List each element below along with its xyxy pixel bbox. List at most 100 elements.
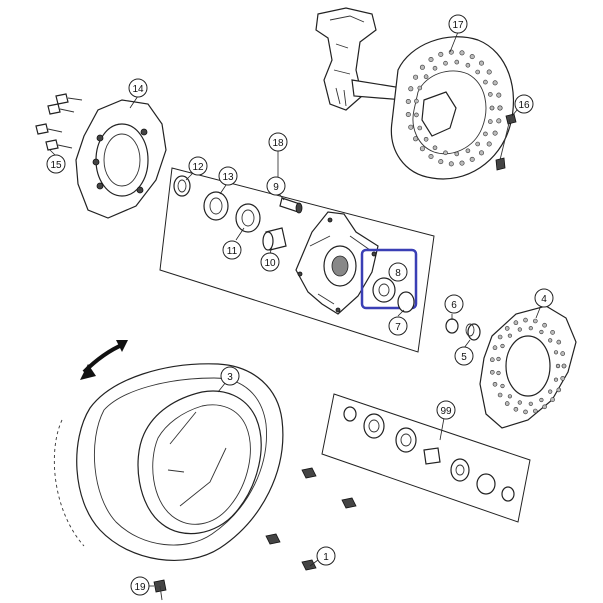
- bearing-11-part: [235, 203, 261, 233]
- disc-hole: [523, 409, 528, 415]
- callout-6: 6: [444, 294, 464, 314]
- disc-hole: [417, 85, 423, 91]
- disc-hole: [497, 392, 503, 398]
- callout-12: 12: [188, 156, 208, 176]
- disc-hole: [489, 369, 495, 375]
- callout-1: 1: [316, 546, 336, 566]
- callout-19: 19: [130, 576, 150, 596]
- disc-hole: [432, 65, 438, 71]
- disc-hole: [553, 377, 559, 382]
- highlight-box-part-8: [360, 248, 418, 310]
- fork-leg-part: [315, 7, 407, 111]
- svg-text:15: 15: [50, 160, 62, 171]
- svg-text:8: 8: [395, 268, 401, 279]
- disc-hole: [454, 151, 460, 157]
- disc-hole: [560, 376, 566, 381]
- disc-hole: [528, 401, 533, 406]
- disc-hole: [496, 370, 501, 376]
- svg-text:14: 14: [132, 84, 144, 95]
- callout-13: 13: [218, 166, 238, 186]
- disc-hole: [469, 156, 475, 162]
- disc-hole: [550, 397, 555, 402]
- callout-8: 8: [388, 262, 408, 282]
- disc-hole: [548, 338, 553, 343]
- disc-hole: [423, 137, 429, 142]
- spacer-10-part: [262, 227, 287, 251]
- svg-text:1: 1: [323, 552, 329, 563]
- disc-hole: [500, 343, 505, 349]
- disc-hole: [492, 345, 498, 351]
- spacer-5-part: [465, 323, 481, 341]
- svg-text:3: 3: [227, 372, 233, 383]
- disc-hole: [405, 112, 411, 118]
- disc-hole: [539, 397, 544, 403]
- disc-hole: [542, 404, 547, 410]
- disc-hole: [504, 326, 510, 331]
- callout-15: 15: [46, 154, 66, 174]
- bearing-kit-panel: [321, 393, 531, 523]
- disc-hole: [483, 131, 488, 137]
- disc-holes: [405, 49, 503, 167]
- disc-hole: [432, 145, 438, 151]
- disc-hole: [443, 150, 448, 156]
- bearing-13-part: [203, 191, 229, 221]
- svg-text:19: 19: [134, 582, 146, 593]
- callout-16: 16: [514, 94, 534, 114]
- disc-hole: [423, 74, 429, 79]
- disc-hole: [532, 318, 538, 324]
- disc-hole: [492, 381, 498, 387]
- disc-hole: [497, 105, 503, 111]
- disc-hole: [517, 400, 522, 405]
- disc-hole: [405, 99, 411, 105]
- wheel-rim-part: [53, 363, 284, 561]
- disc-hole: [532, 408, 538, 414]
- svg-text:11: 11: [227, 246, 238, 257]
- svg-text:18: 18: [272, 138, 284, 149]
- disc-hole: [448, 161, 454, 167]
- front-brake-disc-part: [390, 36, 514, 180]
- disc-hole: [459, 50, 465, 56]
- svg-text:6: 6: [451, 300, 457, 311]
- kit-parts: [343, 406, 515, 502]
- disc-hole: [496, 118, 502, 124]
- disc-hole: [414, 98, 419, 104]
- disc-hole: [560, 351, 566, 356]
- disc-hole: [487, 92, 493, 97]
- callout-10: 10: [260, 252, 280, 272]
- disc-hole: [492, 80, 498, 86]
- disc-hole: [553, 350, 559, 355]
- disc-hole: [483, 79, 488, 85]
- svg-text:9: 9: [273, 182, 279, 193]
- disc-hole: [523, 317, 528, 323]
- seal-6-part: [445, 318, 459, 334]
- svg-text:7: 7: [395, 322, 401, 333]
- callout-9: 9: [266, 176, 286, 196]
- disc-hole: [428, 56, 434, 62]
- disc-hole: [486, 69, 492, 75]
- disc-hole: [408, 124, 414, 130]
- disc-hole: [513, 406, 519, 412]
- disc-hole: [438, 159, 444, 165]
- disc-hole: [454, 59, 460, 65]
- disc-hole: [475, 141, 481, 147]
- disc-hole: [478, 150, 484, 156]
- disc-hole: [528, 326, 533, 331]
- callout-14: 14: [128, 78, 148, 98]
- disc-hole: [561, 363, 567, 369]
- disc-hole: [486, 141, 492, 147]
- disc-hole: [459, 160, 465, 166]
- disc-hole: [487, 119, 493, 124]
- spacer-12-part: [173, 175, 191, 197]
- svg-text:12: 12: [192, 162, 204, 173]
- svg-text:17: 17: [452, 20, 464, 31]
- disc-hole: [517, 327, 522, 332]
- callout-5: 5: [454, 346, 474, 366]
- bolt-set-15: [35, 93, 83, 151]
- disc-hole: [417, 125, 423, 131]
- bolt-9-part: [279, 197, 303, 214]
- disc-hole: [443, 60, 448, 66]
- disc-hole: [496, 92, 502, 98]
- callout-11: 11: [222, 240, 242, 260]
